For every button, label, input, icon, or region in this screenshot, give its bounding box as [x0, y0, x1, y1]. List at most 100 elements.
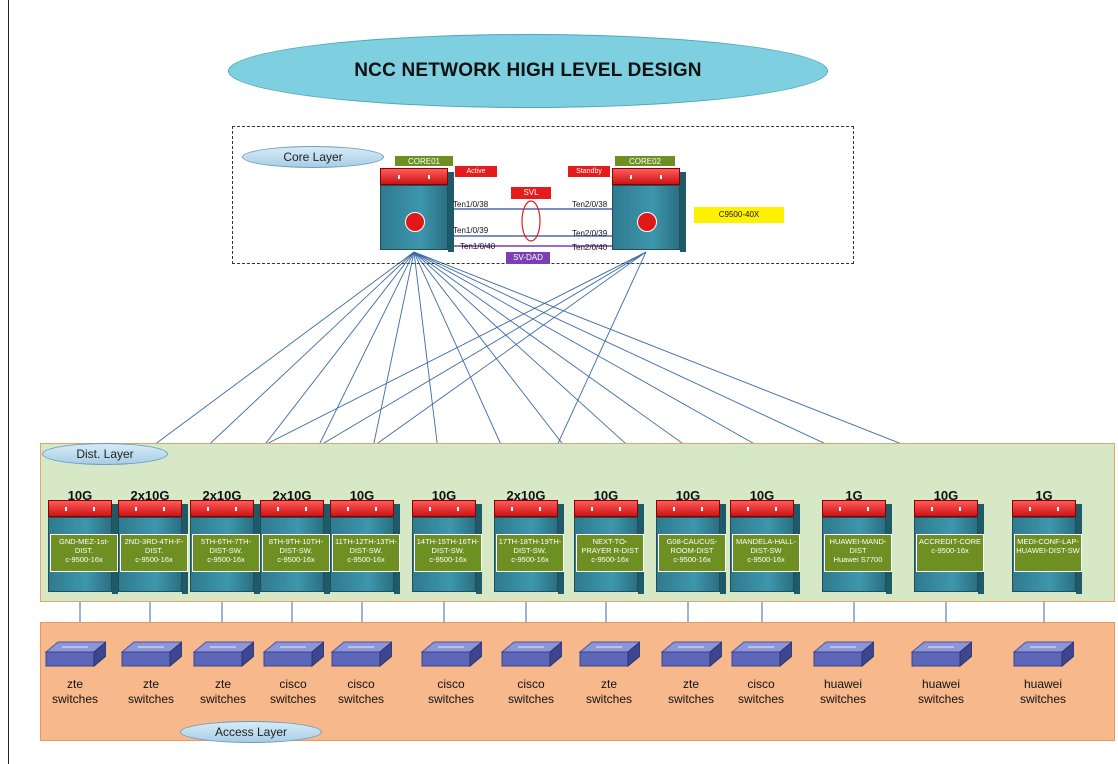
dist-switch-model: c-9500-16x — [673, 555, 711, 564]
dist-switch-name: MEDI-CONF-LAP-HUAWEI-DIST-SW — [1016, 537, 1080, 555]
access-type: switches — [337, 692, 384, 706]
access-vendor: cisco — [517, 677, 545, 691]
access-switch-icon — [730, 641, 792, 668]
access-vendor: cisco — [279, 677, 307, 691]
core01-name-label: CORE01 — [394, 155, 454, 167]
access-layer-label: Access Layer — [180, 721, 322, 743]
dist-link-speed: 10G — [749, 488, 775, 503]
dist-switch-model: c-9500-16x — [207, 555, 245, 564]
dist-switch-label: GND-MEZ-1st-DIST.c-9500-16x — [50, 534, 118, 572]
dist-link-speed: 1G — [1035, 488, 1053, 503]
dist-switch-model: Huawei S7700 — [833, 555, 883, 564]
access-switch-icon — [120, 641, 182, 668]
core01-port-39: Ten1/0/39 — [453, 226, 489, 235]
dist-link-speed: 2x10G — [202, 488, 242, 503]
dist-switch-name: ACCREDIT-CORE — [918, 537, 982, 546]
dist-switch-name: 17TH-18TH-19TH-DIST-SW. — [498, 537, 562, 555]
access-type: switches — [667, 692, 714, 706]
dist-switch-name: NEXT-TO-PRAYER R-DIST — [581, 537, 639, 555]
access-type: switches — [737, 692, 784, 706]
access-vendor: zte — [66, 677, 83, 691]
dist-link-speed: 2x10G — [506, 488, 546, 503]
dist-switch-name: MANDELA-HALL-DIST-SW — [735, 537, 796, 555]
dist-link-speed: 2x10G — [130, 488, 170, 503]
core02-port-40: Ten2/0/40 — [572, 243, 608, 252]
core02-switch-icon — [612, 168, 686, 252]
dist-switch-label: 11TH-12TH-13TH-DIST-SW.c-9500-16x — [332, 534, 400, 572]
dist-link-speed: 10G — [431, 488, 457, 503]
core01-port-38: Ten1/0/38 — [453, 200, 489, 209]
access-vendor: cisco — [347, 677, 375, 691]
dist-link-speed: 10G — [593, 488, 619, 503]
access-switch-icon — [44, 641, 106, 668]
dist-link-speed: 10G — [933, 488, 959, 503]
access-switch-icon — [262, 641, 324, 668]
access-vendor: zte — [214, 677, 231, 691]
dist-switch-name: HUAWEI-MAND-DIST — [829, 537, 887, 555]
dist-switch-label: MEDI-CONF-LAP-HUAWEI-DIST-SW — [1014, 534, 1082, 572]
access-switch-icon — [500, 641, 562, 668]
access-type: switches — [51, 692, 98, 706]
core-layer-label: Core Layer — [242, 146, 384, 168]
core02-port-39: Ten2/0/39 — [572, 229, 608, 238]
dist-layer-label: Dist. Layer — [42, 443, 168, 465]
access-switch-icon — [660, 641, 722, 668]
core02-name-label: CORE02 — [614, 155, 676, 167]
svdad-badge: SV-DAD — [506, 252, 550, 264]
access-vendor: zte — [600, 677, 617, 691]
access-switch-icon — [330, 641, 392, 668]
dist-switch-model: c-9500-16x — [135, 555, 173, 564]
dist-switch-name: 14TH-15TH-16TH-DIST-SW. — [416, 537, 480, 555]
dist-link-speed: 1G — [845, 488, 863, 503]
core01-port-40: Ten1/0/40 — [460, 242, 496, 251]
dist-switch-model: c-9500-16x — [747, 555, 785, 564]
access-type: switches — [199, 692, 246, 706]
dist-switch-label: 14TH-15TH-16TH-DIST-SW.c-9500-16x — [414, 534, 482, 572]
access-type: switches — [269, 692, 316, 706]
dist-link-speed: 10G — [349, 488, 375, 503]
title-banner: NCC NETWORK HIGH LEVEL DESIGN — [228, 34, 828, 108]
dist-switch-model: c-9500-16x — [931, 546, 969, 555]
dist-switch-name: 11TH-12TH-13TH-DIST-SW. — [335, 537, 397, 555]
access-vendor: cisco — [437, 677, 465, 691]
dist-switch-model: c-9500-16x — [429, 555, 467, 564]
dist-switch-label: 5TH-6TH-7TH-DIST-SW.c-9500-16x — [192, 534, 260, 572]
access-switch-icon — [910, 641, 972, 668]
dist-switch-name: G08-CAUCUS-ROOM-DIST — [666, 537, 718, 555]
core01-role-badge: Active — [455, 166, 497, 177]
dist-link-speed: 10G — [675, 488, 701, 503]
access-type: switches — [819, 692, 866, 706]
access-type: switches — [427, 692, 474, 706]
dist-switch-label: 17TH-18TH-19TH-DIST-SW.c-9500-16x — [496, 534, 564, 572]
dist-switch-model: c-9500-16x — [65, 555, 103, 564]
access-vendor: cisco — [747, 677, 775, 691]
dist-switch-name: 2ND-3RD-4TH-F-DIST. — [124, 537, 184, 555]
dist-switch-model: c-9500-16x — [347, 555, 385, 564]
dist-link-speed: 2x10G — [272, 488, 312, 503]
svl-badge: SVL — [511, 187, 551, 199]
dist-switch-name: 8TH-9TH-10TH-DIST-SW. — [268, 537, 324, 555]
access-switch-icon — [420, 641, 482, 668]
access-vendor: zte — [682, 677, 699, 691]
dist-switch-model: c-9500-16x — [511, 555, 549, 564]
access-switch-icon — [812, 641, 874, 668]
access-type: switches — [507, 692, 554, 706]
dist-switch-model: c-9500-16x — [591, 555, 629, 564]
dist-switch-label: 8TH-9TH-10TH-DIST-SW.c-9500-16x — [262, 534, 330, 572]
core01-switch-icon — [380, 168, 454, 252]
svl-bundle-ring — [521, 200, 541, 242]
